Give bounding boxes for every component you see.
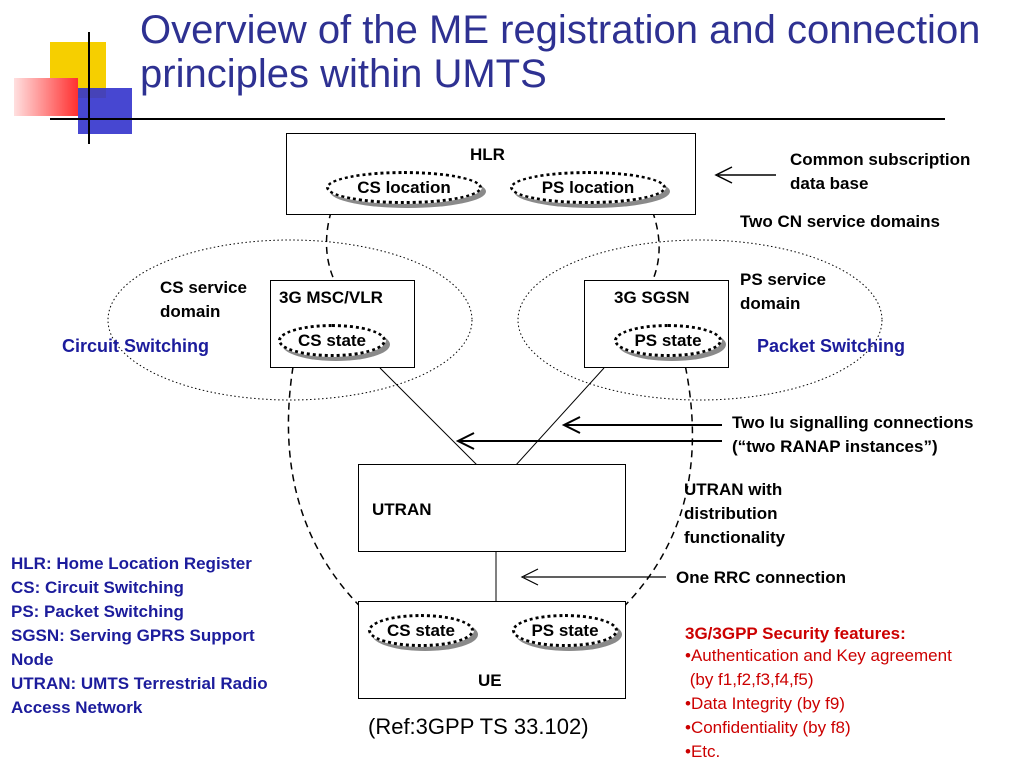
iu-cs-line [379,367,489,477]
security-features-title: 3G/3GPP Security features: [685,624,906,643]
iu-connections-note: Two Iu signalling connections (“two RANA… [732,411,973,459]
packet-switching-label: Packet Switching [757,336,906,356]
ue-cs-state-node: CS state [368,614,474,647]
hlr-msc-dashed-link [325,199,336,283]
utran-label: UTRAN [372,500,432,519]
sgsn-label: 3G SGSN [614,288,690,307]
legend-item: HLR: Home Location Register [11,554,252,573]
utran-distribution-line-1: UTRAN with [684,480,783,499]
legend-item: UTRAN: UMTS Terrestrial Radio [11,674,268,693]
decorative-red-block [14,78,78,116]
ps-domain-ellipse [517,239,883,401]
iu-arrow-upper-head [561,416,581,434]
decorative-blue-block [78,88,132,134]
utran-distribution-line-2: distribution [684,504,778,523]
security-feature-item: •Data Integrity (by f9) [685,694,845,713]
security-feature-item: •Etc. [685,742,721,761]
common-subscription-line-1: Common subscription [790,150,971,169]
utran-box [358,464,626,552]
rrc-arrow-head [520,568,539,586]
ue-label: UE [478,671,502,690]
legend-item: Node [11,650,54,669]
common-subscription-note: Common subscription data base [790,148,970,196]
iu-connections-line-2: (“two RANAP instances”) [732,437,938,456]
legend-item: SGSN: Serving GPRS Support [11,626,255,645]
hlr-label: HLR [470,145,505,164]
msc-vlr-label: 3G MSC/VLR [279,288,383,307]
hlr-sgsn-dashed-link [647,199,660,283]
utran-distribution-note: UTRAN with distribution functionality [684,478,785,550]
decorative-vertical-line [88,32,90,144]
rrc-connection-note: One RRC connection [676,568,847,587]
msc-cs-state-node: CS state [278,324,386,357]
security-features-block: 3G/3GPP Security features: •Authenticati… [685,624,952,764]
ps-service-domain-note: PS service domain [740,268,826,316]
sgsn-ps-state-node: PS state [614,324,722,357]
iu-ps-line [505,367,605,477]
security-feature-item: (by f1,f2,f3,f4,f5) [685,670,814,689]
iu-connections-line-1: Two Iu signalling connections [732,413,974,432]
legend-item: CS: Circuit Switching [11,578,184,597]
cs-service-domain-note: CS service domain [160,276,247,324]
cs-location-node: CS location [326,171,482,204]
reference-note: (Ref:3GPP TS 33.102) [368,714,589,739]
utran-distribution-line-3: functionality [684,528,786,547]
circuit-switching-label: Circuit Switching [62,336,210,356]
subscription-arrow-head [714,166,733,184]
legend-item: PS: Packet Switching [11,602,184,621]
ps-service-domain-line-1: PS service [740,270,827,289]
two-cn-domains-note: Two CN service domains [740,212,940,231]
cs-domain-ellipse [107,239,473,401]
msc-ue-dashed-link [287,354,373,619]
sgsn-ue-dashed-link [611,354,694,619]
slide-title: Overview of the ME registration and conn… [140,8,981,96]
security-feature-item: •Confidentiality (by f8) [685,718,851,737]
legend-item: Access Network [11,698,143,717]
common-subscription-line-2: data base [790,174,869,193]
ps-location-node: PS location [510,171,666,204]
ue-ps-state-node: PS state [512,614,618,647]
abbreviation-legend: HLR: Home Location Register CS: Circuit … [11,552,341,720]
ps-service-domain-line-2: domain [740,294,801,313]
iu-arrow-lower-head [455,432,475,450]
title-underline [50,118,945,120]
security-feature-item: •Authentication and Key agreement [685,646,952,665]
cs-service-domain-line-1: CS service [160,278,247,297]
cs-service-domain-line-2: domain [160,302,221,321]
